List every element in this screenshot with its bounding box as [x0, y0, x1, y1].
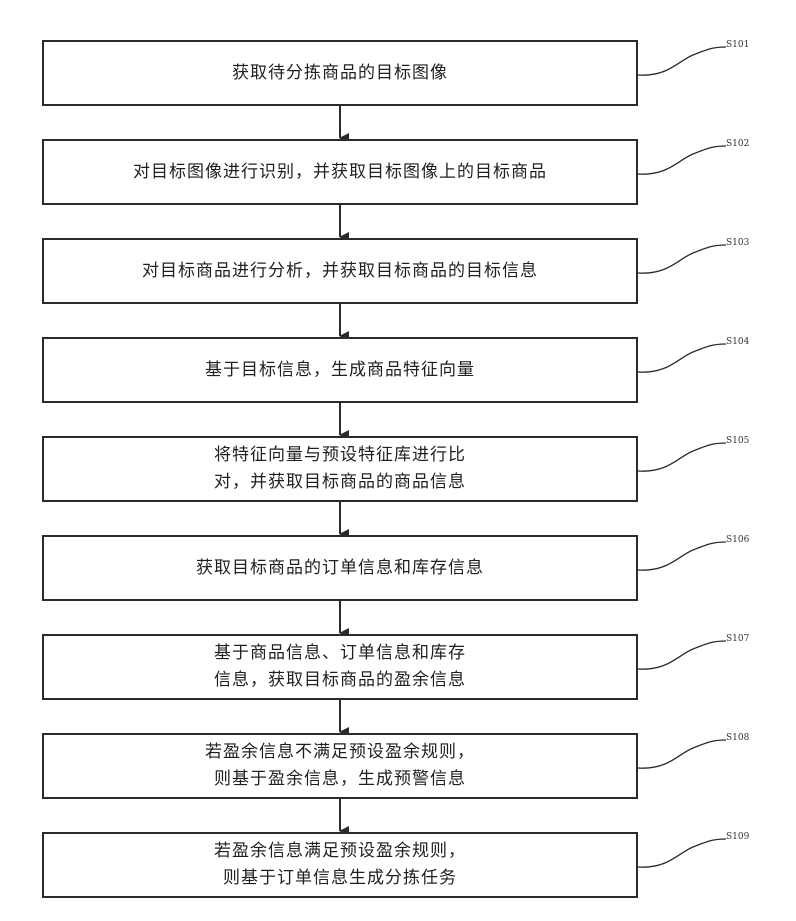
leader-line	[638, 839, 726, 867]
step-text: 获取待分拣商品的目标图像	[232, 60, 448, 87]
step-id-label: S104	[726, 337, 749, 347]
step-text: 若盈余信息满足预设盈余规则， 则基于订单信息生成分拣任务	[214, 838, 466, 892]
step-box-s105: 将特征向量与预设特征库进行比 对，并获取目标商品的商品信息	[42, 436, 638, 502]
step-text: 基于目标信息，生成商品特征向量	[205, 357, 475, 384]
leader-line	[638, 542, 726, 570]
step-box-s107: 基于商品信息、订单信息和库存 信息，获取目标商品的盈余信息	[42, 634, 638, 700]
step-text: 基于商品信息、订单信息和库存 信息，获取目标商品的盈余信息	[214, 640, 466, 694]
step-box-s101: 获取待分拣商品的目标图像	[42, 40, 638, 106]
step-id-label: S106	[726, 535, 749, 545]
step-text: 获取目标商品的订单信息和库存信息	[196, 555, 484, 582]
step-id-label: S103	[726, 238, 749, 248]
leader-line	[638, 146, 726, 174]
step-box-s103: 对目标商品进行分析，并获取目标商品的目标信息	[42, 238, 638, 304]
step-text: 对目标图像进行识别，并获取目标图像上的目标商品	[133, 159, 547, 186]
step-id-label: S107	[726, 634, 749, 644]
step-id-label: S109	[726, 832, 749, 842]
step-id-label: S101	[726, 40, 749, 50]
leader-line	[638, 47, 726, 75]
leader-line	[638, 245, 726, 273]
step-text: 对目标商品进行分析，并获取目标商品的目标信息	[142, 258, 538, 285]
step-text: 若盈余信息不满足预设盈余规则， 则基于盈余信息，生成预警信息	[205, 739, 475, 793]
step-box-s109: 若盈余信息满足预设盈余规则， 则基于订单信息生成分拣任务	[42, 832, 638, 898]
leader-line	[638, 344, 726, 372]
step-box-s104: 基于目标信息，生成商品特征向量	[42, 337, 638, 403]
step-box-s102: 对目标图像进行识别，并获取目标图像上的目标商品	[42, 139, 638, 205]
leader-line	[638, 443, 726, 471]
step-id-label: S105	[726, 436, 749, 446]
leader-line	[638, 641, 726, 669]
step-box-s106: 获取目标商品的订单信息和库存信息	[42, 535, 638, 601]
step-text: 将特征向量与预设特征库进行比 对，并获取目标商品的商品信息	[214, 442, 466, 496]
step-id-label: S108	[726, 733, 749, 743]
step-id-label: S102	[726, 139, 749, 149]
leader-line	[638, 740, 726, 768]
step-box-s108: 若盈余信息不满足预设盈余规则， 则基于盈余信息，生成预警信息	[42, 733, 638, 799]
